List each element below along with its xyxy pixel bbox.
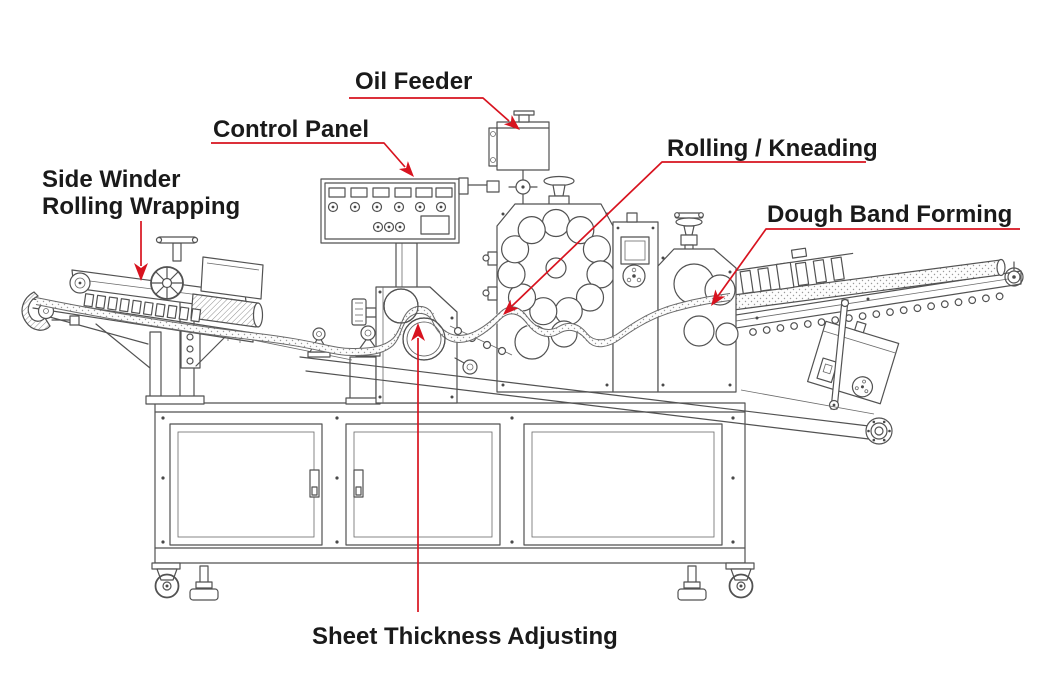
leveling-foot-right: [677, 565, 707, 601]
dough-band-callout: [711, 228, 1020, 306]
panel-displays: [328, 187, 453, 198]
base-cabinet: [151, 402, 755, 601]
cabinet-door-left: [169, 423, 323, 546]
discharge-motor-box: [806, 320, 900, 405]
winder-handwheel: [150, 266, 184, 300]
screen-module: [612, 212, 659, 393]
oil-feeder-callout: [349, 97, 520, 130]
cabinet-door-right: [523, 423, 723, 546]
control-panel-arrow-icon: [398, 161, 414, 177]
winder-t-handle: [155, 236, 199, 262]
kneading-housing: [482, 175, 615, 393]
rolling-kneading-arrow-icon: [503, 299, 519, 315]
discharge-conveyor: [299, 356, 893, 445]
dough-band: [35, 288, 731, 361]
conveyor-rollers: [749, 292, 1004, 336]
conveyor-end-bracket: [1004, 261, 1024, 287]
adjusting-knob: [351, 298, 377, 326]
sheet-thickness-callout: [411, 323, 425, 612]
left-support-frame: [45, 297, 227, 405]
caster-right: [725, 562, 755, 599]
discharge-end-roller: [865, 417, 893, 445]
kneading-handwheel: [543, 175, 575, 207]
module-dial: [622, 264, 646, 288]
control-panel: [320, 178, 460, 289]
label-side-winder: Side Winder Rolling Wrapping: [42, 166, 240, 220]
panel-switch-plate: [420, 215, 450, 235]
label-sheet-thickness-adjusting: Sheet Thickness Adjusting: [312, 623, 618, 650]
side-winder-arrow-icon: [134, 263, 148, 281]
cabinet-screws: [161, 416, 735, 544]
cabinet-door-middle: [345, 423, 501, 546]
label-rolling-kneading: Rolling / Kneading: [667, 135, 878, 162]
roller-ring: [497, 208, 615, 326]
module-screen: [620, 236, 650, 265]
forming-module: [657, 212, 739, 393]
leveling-foot-left: [189, 565, 219, 601]
label-control-panel: Control Panel: [213, 116, 370, 143]
dough-band-arrow-icon: [711, 289, 726, 306]
conveyor-strut: [828, 298, 850, 411]
winder-comb: [83, 293, 202, 323]
oil-valve: [458, 177, 538, 195]
label-side-winder-line2: Rolling Wrapping: [42, 193, 241, 220]
control-panel-callout: [211, 142, 414, 177]
forming-handwheel: [674, 212, 704, 251]
label-dough-band-forming: Dough Band Forming: [767, 201, 1013, 228]
sheet-thickness-arrow-icon: [411, 323, 425, 341]
door-handle: [309, 469, 364, 498]
oil-feeder-arrow-icon: [503, 115, 520, 130]
side-winder-callout: [134, 221, 148, 281]
oil-feeder-unit: [458, 110, 550, 205]
label-side-winder-line1: Side Winder: [42, 166, 181, 193]
rolling-kneading-callout: [503, 161, 866, 315]
panel-knobs: [327, 201, 447, 233]
label-oil-feeder: Oil Feeder: [355, 68, 473, 95]
callouts: [134, 97, 1020, 612]
caster-left: [151, 562, 181, 599]
side-winder-unit: [69, 236, 264, 328]
